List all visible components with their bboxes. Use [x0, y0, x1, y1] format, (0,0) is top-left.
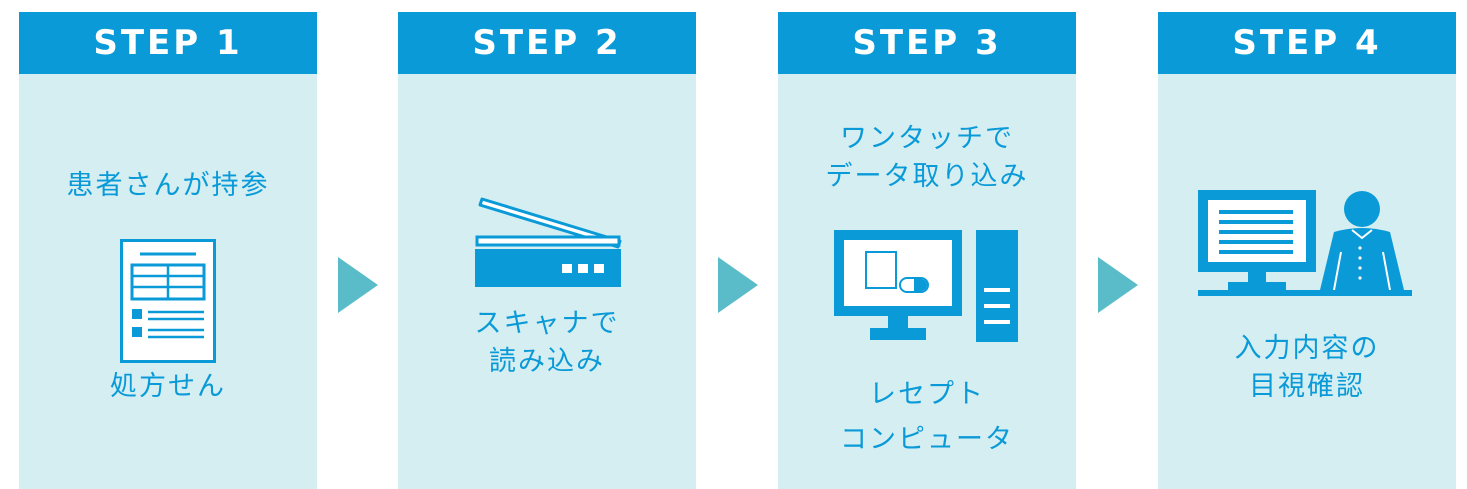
step-1-bottom-text: 処方せん	[110, 371, 226, 402]
step-1-top-text: 患者さんが持参	[66, 170, 270, 201]
step-2-text-line2: 読み込み	[489, 346, 605, 377]
step-2-text-line1: スキャナで	[474, 308, 620, 339]
step-3-bottom-line1: レセプト	[869, 379, 985, 410]
desktop-computer-icon	[834, 230, 1018, 342]
step-3-panel: STEP 3 ワンタッチで データ取り込み レセプト コンピュータ	[778, 12, 1076, 489]
step-3-bottom-line2: コンピュータ	[840, 424, 1014, 455]
step-1-header: STEP 1	[19, 12, 317, 74]
step-3-top-line2: データ取り込み	[825, 161, 1029, 192]
step-4-header: STEP 4	[1158, 12, 1456, 74]
person-at-monitor-icon	[1198, 190, 1412, 296]
prescription-document-icon	[120, 239, 216, 363]
arrow-right-icon	[718, 257, 758, 313]
step-1-panel: STEP 1 患者さんが持参 処方せん	[19, 12, 317, 489]
step-4-text-line1: 入力内容の	[1234, 333, 1380, 364]
step-2-panel: STEP 2 スキャナで 読み込み	[398, 12, 696, 489]
step-2-header: STEP 2	[398, 12, 696, 74]
step-4-text-line2: 目視確認	[1249, 371, 1365, 402]
step-3-top-line1: ワンタッチで	[840, 123, 1014, 154]
arrow-right-icon	[1098, 257, 1138, 313]
step-3-header: STEP 3	[778, 12, 1076, 74]
scanner-icon	[475, 197, 622, 287]
step-4-panel: STEP 4 入力内容の 目視確認	[1158, 12, 1456, 489]
arrow-right-icon	[338, 257, 378, 313]
